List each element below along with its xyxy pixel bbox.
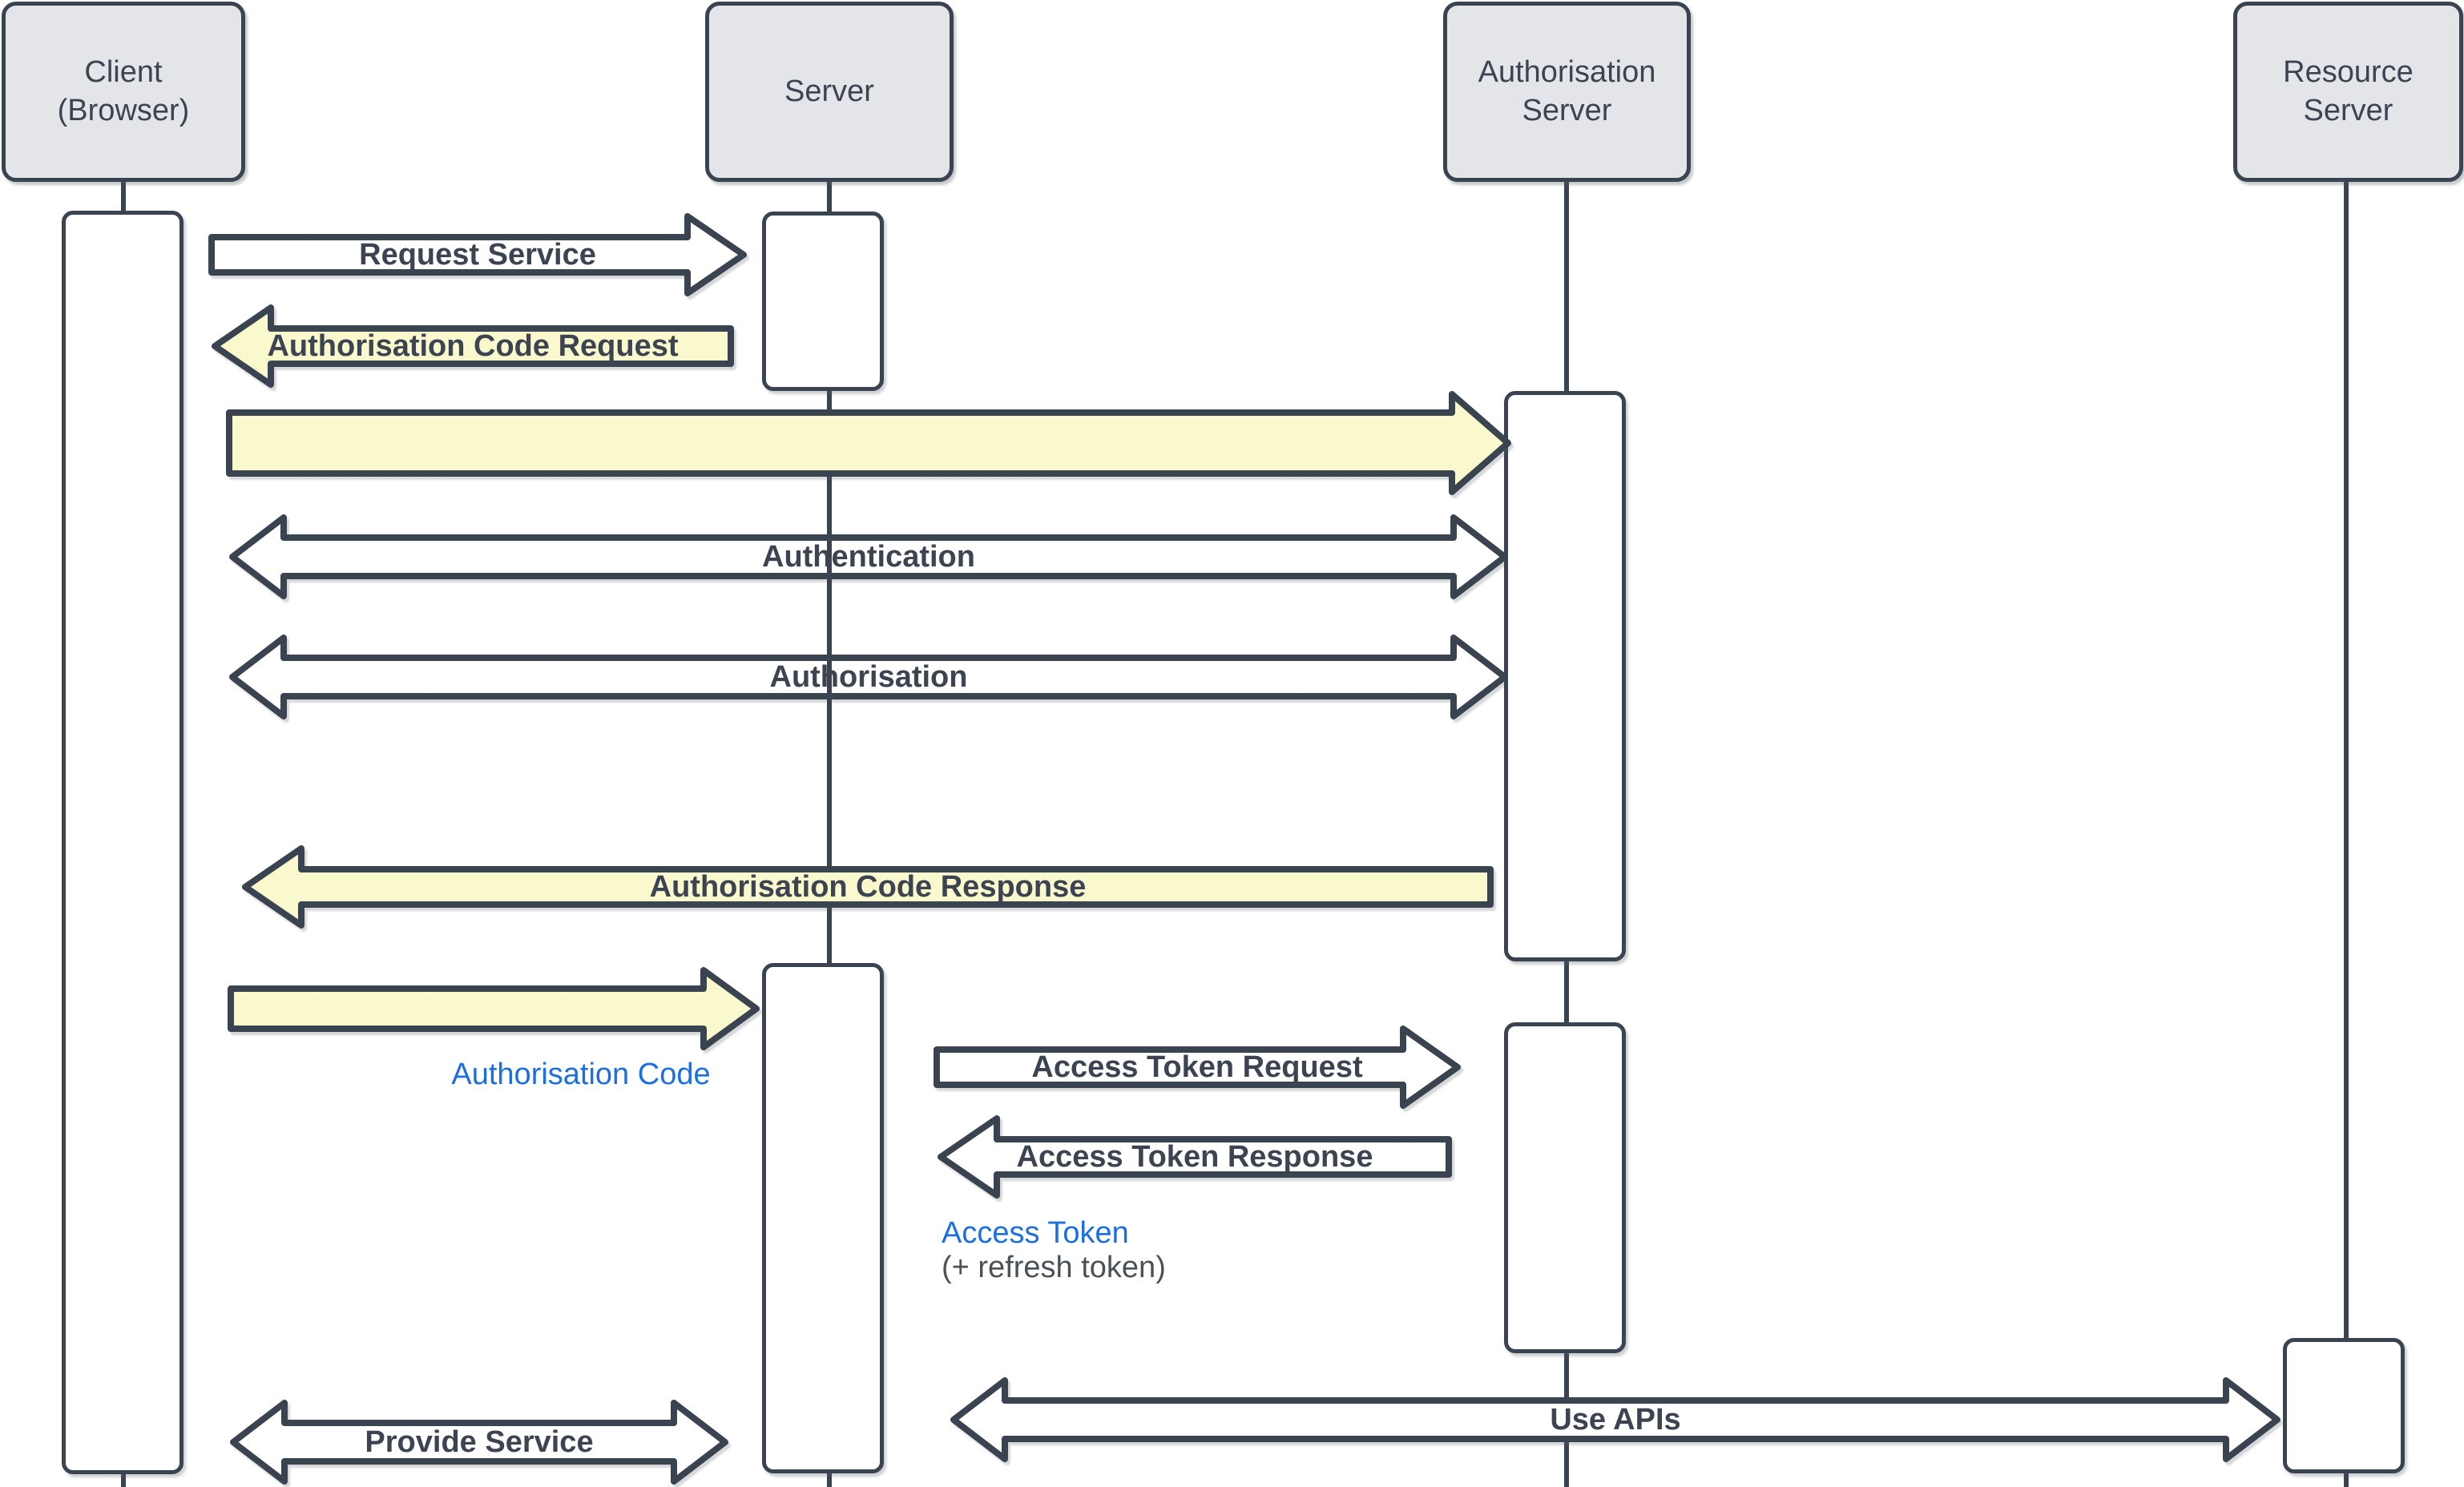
- request-service-arrow: [207, 210, 748, 300]
- use-apis-arrow: [949, 1375, 2282, 1465]
- right-arrow-shape: [226, 391, 1511, 495]
- authorisation-code-response-arrow: [240, 842, 1495, 932]
- right-arrow-shape: [934, 1026, 1461, 1109]
- use-apis-label: Use APIs: [1550, 1402, 1681, 1437]
- authorisation-code-request-label: Authorisation Code Request: [267, 328, 679, 363]
- actor-label-line: Authorisation: [1478, 54, 1656, 89]
- authorisation-label: Authorisation: [769, 659, 968, 694]
- authorisation-code-response-label: Authorisation Code Response: [649, 869, 1087, 904]
- left-arrow-shape: [938, 1115, 1452, 1199]
- right-arrow-shape: [208, 213, 747, 296]
- authorisation-code-request-arrow: [210, 301, 736, 391]
- access-token-response-arrow: [936, 1112, 1454, 1202]
- refresh-token-note: (+ refresh token): [942, 1251, 1166, 1284]
- auth-server-activation-1: [1504, 391, 1626, 961]
- provide-service-arrow: [228, 1397, 730, 1487]
- request-service-label: Request Service: [359, 237, 596, 272]
- actor-server: Server: [705, 2, 954, 182]
- auth-server-activation-2: [1504, 1022, 1626, 1353]
- actor-label-line: (Browser): [57, 93, 190, 127]
- actor-resource-server: Resource Server: [2233, 2, 2463, 182]
- actor-client-browser: Client (Browser): [2, 2, 245, 182]
- access-token-request-arrow: [932, 1022, 1462, 1112]
- access-token-request-label: Access Token Request: [1031, 1050, 1363, 1084]
- redirect-to-auth-server-arrow: [224, 389, 1516, 497]
- actor-label-line: Resource: [2283, 54, 2414, 89]
- access-token-annotation: Access Token: [942, 1216, 1129, 1250]
- left-arrow-shape: [242, 845, 1494, 929]
- authentication-label: Authentication: [762, 539, 975, 574]
- left-arrow-shape: [212, 304, 734, 388]
- right-arrow-shape: [228, 967, 760, 1050]
- actor-label-line: Server: [1522, 93, 1612, 127]
- access-token-annotation-block: Access Token (+ refresh token): [942, 1216, 1166, 1285]
- actor-label-line: Server: [784, 74, 874, 108]
- resource-server-lifeline: [2344, 182, 2349, 1487]
- server-activation-1: [762, 212, 884, 391]
- actor-label-line: Client: [84, 54, 163, 89]
- client-activation: [62, 211, 183, 1474]
- authorisation-code-to-server-arrow: [226, 965, 760, 1052]
- double-arrow-shape: [950, 1377, 2281, 1462]
- actor-label-line: Server: [2303, 93, 2393, 127]
- server-activation-2: [762, 963, 884, 1473]
- resource-server-activation: [2283, 1338, 2405, 1473]
- provide-service-label: Provide Service: [365, 1425, 594, 1459]
- authorisation-code-annotation: Authorisation Code: [451, 1058, 711, 1091]
- server-lifeline: [827, 182, 832, 1487]
- actor-authorisation-server: Authorisation Server: [1443, 2, 1691, 182]
- double-arrow-shape: [230, 1400, 728, 1485]
- access-token-response-label: Access Token Response: [1016, 1139, 1373, 1174]
